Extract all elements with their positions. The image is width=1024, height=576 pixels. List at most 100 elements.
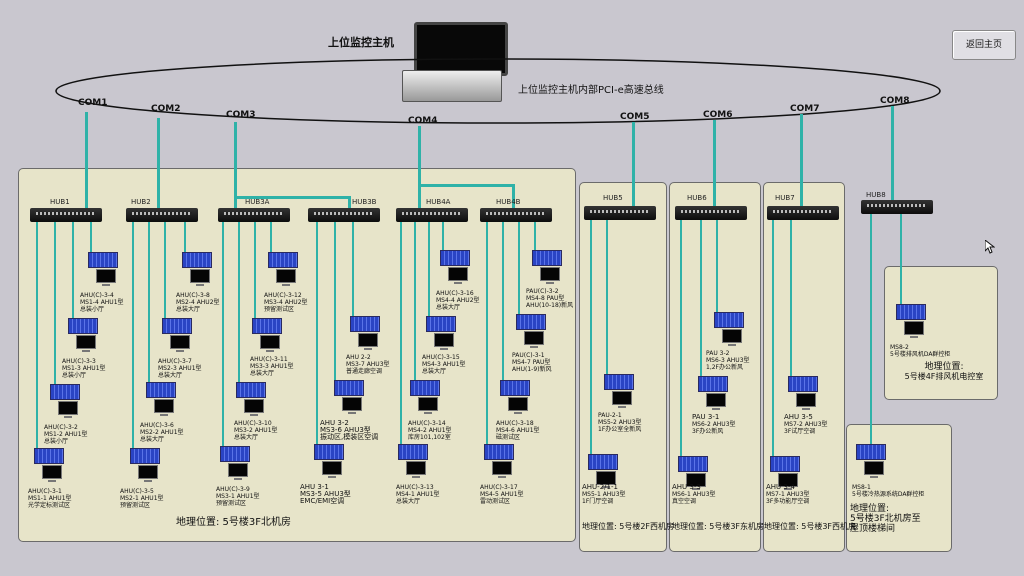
wire xyxy=(54,222,56,386)
device-d7b[interactable] xyxy=(770,456,800,490)
device-d4a[interactable] xyxy=(440,250,470,284)
com1-wire xyxy=(85,112,88,208)
com-label-6: COM6 xyxy=(703,110,733,120)
wire xyxy=(148,222,150,382)
device-d2c[interactable] xyxy=(146,382,176,416)
device-d1a[interactable] xyxy=(88,252,118,286)
location-main: 地理位置: 5号楼3F北机房 xyxy=(176,517,292,528)
device-d1d[interactable] xyxy=(34,448,64,482)
device-d8b[interactable] xyxy=(856,444,886,478)
device-d2b[interactable] xyxy=(162,318,192,352)
wire xyxy=(90,222,92,258)
device-d6a[interactable] xyxy=(714,312,744,346)
device-d4f[interactable] xyxy=(516,314,546,348)
wire xyxy=(428,222,430,318)
device-d7a[interactable] xyxy=(788,376,818,410)
com3b-wire xyxy=(348,196,351,208)
device-d1b[interactable] xyxy=(68,318,98,352)
device-d5b[interactable] xyxy=(588,454,618,488)
wire xyxy=(334,222,336,382)
location-hub8a: 地理位置:5号楼4F排风机电控室 xyxy=(904,362,984,381)
wire xyxy=(700,220,702,376)
host-computer-label: 上位监控主机 xyxy=(328,36,394,49)
device-d6c[interactable] xyxy=(678,456,708,490)
com7-wire xyxy=(800,114,803,206)
location-hub8b: 地理位置:5号楼3F北机房至屋顶楼梯间 xyxy=(850,504,921,534)
hub-label-4a: HUB4A xyxy=(426,198,451,206)
wire xyxy=(164,222,166,322)
device-d2a[interactable] xyxy=(182,252,212,286)
back-home-button[interactable]: 返回主页 xyxy=(952,30,1016,60)
device-d6b[interactable] xyxy=(698,376,728,410)
wire xyxy=(36,222,38,448)
bus-label: 上位监控主机内部PCI-e高速总线 xyxy=(518,85,664,96)
device-d3c[interactable] xyxy=(236,382,266,416)
device-d4h[interactable] xyxy=(484,444,514,478)
device-d4g[interactable] xyxy=(500,380,530,414)
wire xyxy=(502,222,504,382)
wire xyxy=(132,222,134,448)
panel-hub7 xyxy=(763,182,845,552)
wire xyxy=(790,220,792,376)
device-d3f[interactable] xyxy=(334,380,364,414)
device-d3e[interactable] xyxy=(350,316,380,350)
wire xyxy=(222,222,224,446)
com-label-4: COM4 xyxy=(408,116,438,126)
wire xyxy=(316,222,318,446)
wire xyxy=(772,220,774,456)
device-d4e[interactable] xyxy=(532,250,562,284)
hub3a-switch-icon xyxy=(218,208,290,222)
device-d4d[interactable] xyxy=(398,444,428,478)
wire xyxy=(442,222,444,252)
device-d1c[interactable] xyxy=(50,384,80,418)
device-d8a[interactable] xyxy=(896,304,926,338)
wire xyxy=(270,222,272,254)
device-d4b[interactable] xyxy=(426,316,456,350)
hub8-switch-icon xyxy=(861,200,933,214)
hub1-switch-icon xyxy=(30,208,102,222)
device-d3a[interactable] xyxy=(268,252,298,286)
hub-label-5: HUB5 xyxy=(603,194,623,202)
hub-label-1: HUB1 xyxy=(50,198,70,206)
device-d3d[interactable] xyxy=(220,446,250,480)
device-d3b[interactable] xyxy=(252,318,282,352)
com-label-5: COM5 xyxy=(620,112,650,122)
device-d5a[interactable] xyxy=(604,374,634,408)
com4-branch xyxy=(418,184,514,187)
device-d3g[interactable] xyxy=(314,444,344,478)
host-case-icon xyxy=(402,70,502,102)
com-label-3: COM3 xyxy=(226,110,256,120)
location-hub5: 地理位置: 5号楼2F西机房 xyxy=(582,522,675,531)
cursor-icon xyxy=(985,240,995,254)
wire xyxy=(238,222,240,382)
device-d2d[interactable] xyxy=(130,448,160,482)
hub6-switch-icon xyxy=(675,206,747,220)
hub4b-switch-icon xyxy=(480,208,552,222)
wire xyxy=(400,222,402,446)
com-label-8: COM8 xyxy=(880,96,910,106)
com3-wire xyxy=(234,122,237,208)
device-d4c[interactable] xyxy=(410,380,440,414)
wire xyxy=(716,220,718,312)
com-label-2: COM2 xyxy=(151,104,181,114)
wire xyxy=(254,222,256,322)
